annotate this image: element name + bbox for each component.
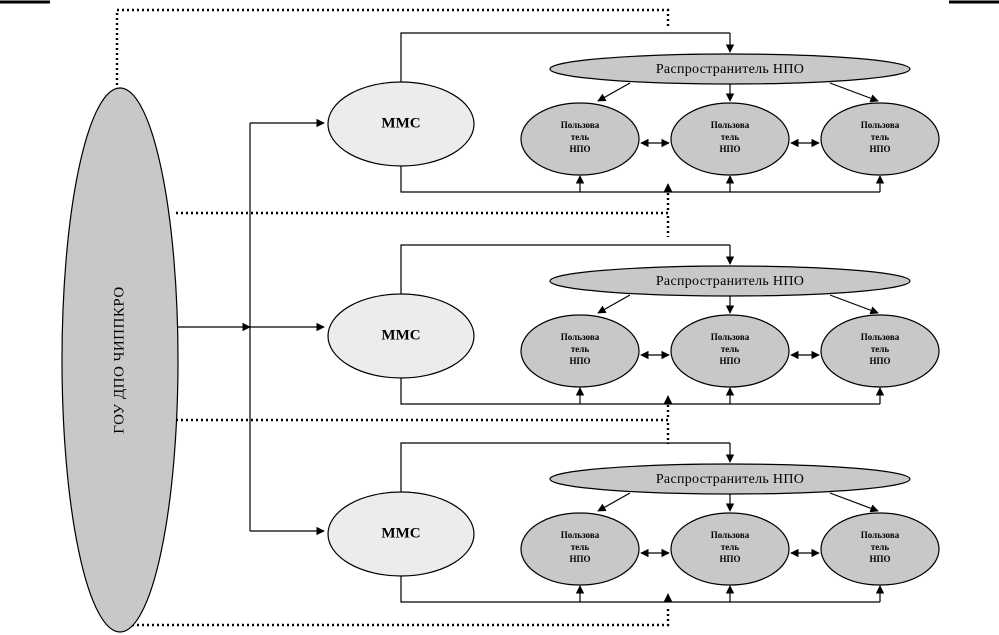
arrow-distributor-user-1 xyxy=(597,492,631,512)
user-label-line: Пользова xyxy=(561,332,600,342)
mmc-label: ММС xyxy=(381,525,420,541)
dotted-link-lower xyxy=(176,418,670,444)
dotted-link-bottom xyxy=(115,560,670,627)
distributor-label: Распространитель НПО xyxy=(656,472,804,487)
user-label-line: тель xyxy=(721,344,739,354)
user-label-line: тель xyxy=(571,542,589,552)
root-node: ГОУ ДПО ЧИППКРО xyxy=(61,87,179,633)
distributor-label: Распространитель НПО xyxy=(656,62,804,77)
user-label-line: Пользова xyxy=(861,332,900,342)
user-label-line: НПО xyxy=(869,554,890,564)
user-label-line: Пользова xyxy=(711,120,750,130)
cluster-top-line xyxy=(400,442,730,493)
user-node-shape xyxy=(670,102,790,176)
user-label-line: Пользова xyxy=(711,530,750,540)
user-label-line: Пользова xyxy=(861,530,900,540)
user-label-line: тель xyxy=(871,132,889,142)
user-node-shape xyxy=(670,314,790,388)
user-label-line: тель xyxy=(721,132,739,142)
user-label-line: НПО xyxy=(869,356,890,366)
dotted-link-top xyxy=(115,8,670,90)
user-label-line: тель xyxy=(871,344,889,354)
cluster-top-line xyxy=(400,244,730,295)
cluster-bottom-line xyxy=(400,575,880,603)
user-label-line: Пользова xyxy=(561,530,600,540)
user-label-line: тель xyxy=(571,344,589,354)
arrow-distributor-user-1 xyxy=(597,82,631,102)
mmc-label: ММС xyxy=(381,327,420,343)
distributor-label: Распространитель НПО xyxy=(656,274,804,289)
arrow-distributor-user-3 xyxy=(829,82,879,103)
user-label-line: тель xyxy=(721,542,739,552)
user-label-line: НПО xyxy=(719,554,740,564)
mmc-node xyxy=(327,491,475,577)
user-label-line: НПО xyxy=(869,144,890,154)
user-node-shape xyxy=(520,314,640,388)
user-label-line: Пользова xyxy=(711,332,750,342)
user-label-line: тель xyxy=(871,542,889,552)
user-node-shape xyxy=(670,512,790,586)
user-label-line: НПО xyxy=(719,144,740,154)
cluster-bottom-line xyxy=(400,165,880,193)
mmc-node xyxy=(327,81,475,167)
arrow-distributor-user-1 xyxy=(597,294,631,314)
mmc-node xyxy=(327,293,475,379)
user-label-line: НПО xyxy=(569,356,590,366)
user-node-shape xyxy=(520,102,640,176)
cluster-top-line xyxy=(400,32,730,83)
user-label-line: НПО xyxy=(569,144,590,154)
dotted-links xyxy=(115,8,670,627)
user-node-shape xyxy=(820,512,940,586)
arrow-distributor-user-3 xyxy=(829,492,879,513)
dotted-link-middle xyxy=(176,211,670,237)
user-label-line: НПО xyxy=(719,356,740,366)
user-label-line: тель xyxy=(571,132,589,142)
user-label-line: НПО xyxy=(569,554,590,564)
cluster-bottom-line xyxy=(400,377,880,405)
user-node-shape xyxy=(520,512,640,586)
root-label: ГОУ ДПО ЧИППКРО xyxy=(111,286,127,433)
user-node-shape xyxy=(820,314,940,388)
user-node-shape xyxy=(820,102,940,176)
solid-trunk xyxy=(178,118,325,536)
user-label-line: Пользова xyxy=(861,120,900,130)
arrow-distributor-user-3 xyxy=(829,294,879,315)
user-label-line: Пользова xyxy=(561,120,600,130)
mmc-label: ММС xyxy=(381,115,420,131)
